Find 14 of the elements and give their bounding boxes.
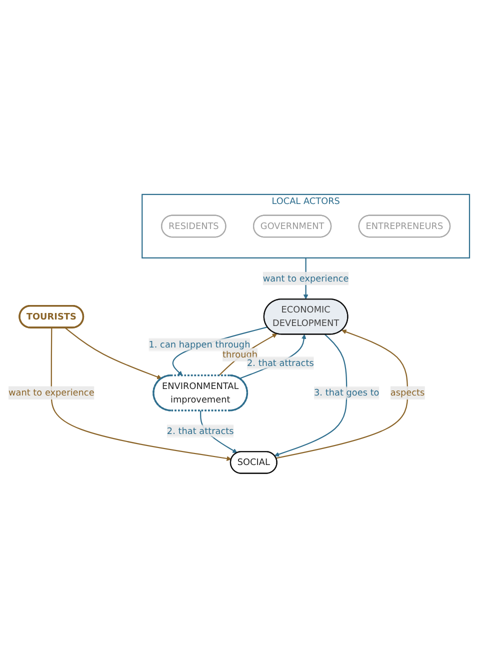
edge-label: want to experience — [262, 273, 349, 284]
edge-label: want to experience — [8, 387, 94, 398]
edge-label: 2. that attracts — [247, 358, 314, 368]
arrow — [218, 334, 278, 376]
edge-label: through — [222, 349, 258, 360]
arrow — [64, 327, 162, 380]
arrow — [50, 328, 232, 462]
edge-label: 2. that attracts — [166, 426, 234, 436]
arrow — [172, 326, 268, 376]
edge-label: 3. that goes to — [314, 387, 380, 398]
arrow — [276, 330, 408, 459]
arrow — [274, 334, 348, 457]
edge-label: 1. can happen through — [148, 339, 250, 350]
edge-label: aspects — [390, 387, 425, 398]
